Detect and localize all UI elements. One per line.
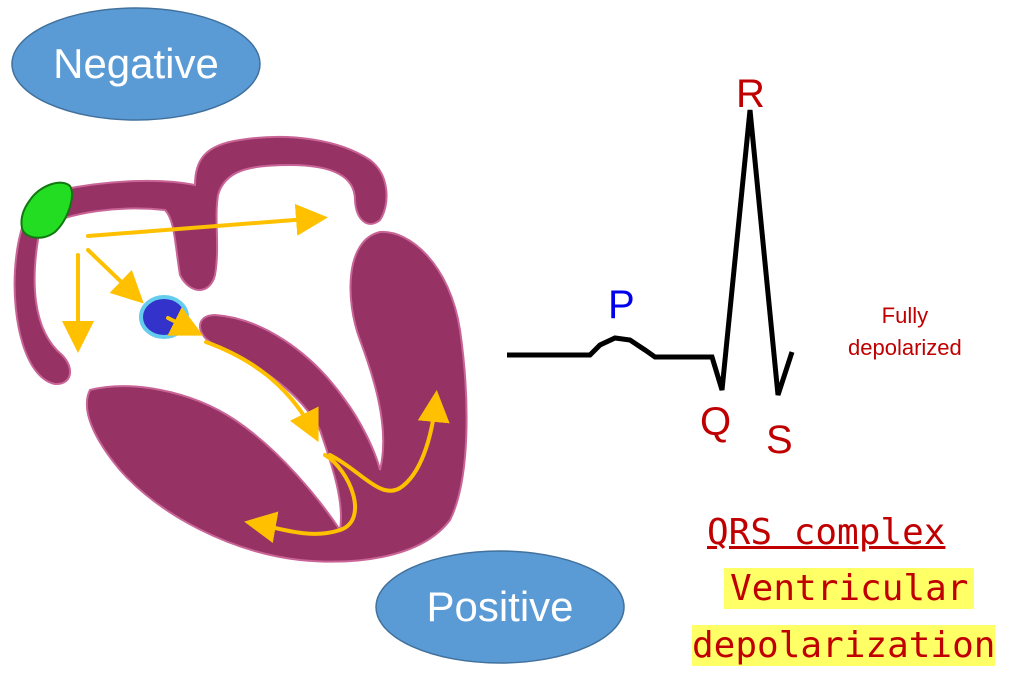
arrow-to-av-node — [86, 248, 144, 304]
p-wave-label: P — [608, 283, 635, 327]
caption-line-1: Ventricular — [724, 568, 975, 609]
q-wave-label: Q — [700, 400, 732, 444]
negative-ellipse — [11, 7, 261, 121]
av-node — [139, 295, 189, 339]
note-line-2: depolarized — [848, 335, 962, 360]
caption-line-2: depolarization — [692, 625, 996, 666]
arrow-bundle-branch — [204, 340, 319, 443]
arrow-to-left-atrium — [86, 203, 328, 238]
r-wave-label: R — [736, 72, 765, 116]
positive-ellipse — [375, 550, 625, 664]
note-line-1: Fully — [881, 303, 929, 328]
arrow-av-bundle — [166, 306, 204, 336]
negative-label: Negative — [53, 40, 219, 87]
ventricle-wall — [85, 230, 468, 563]
sa-node — [20, 181, 74, 239]
s-wave-label: S — [766, 418, 793, 462]
ecg-trace — [507, 109, 795, 396]
arrow-septum-right — [328, 390, 450, 493]
arrow-septum-left — [244, 453, 358, 543]
fully-depolarized-note: Fully depolarized — [848, 300, 962, 364]
atria-wall — [13, 135, 388, 386]
caption-title: QRS complex — [707, 512, 946, 553]
conduction-arrows — [62, 203, 450, 543]
positive-label: Positive — [426, 583, 574, 630]
